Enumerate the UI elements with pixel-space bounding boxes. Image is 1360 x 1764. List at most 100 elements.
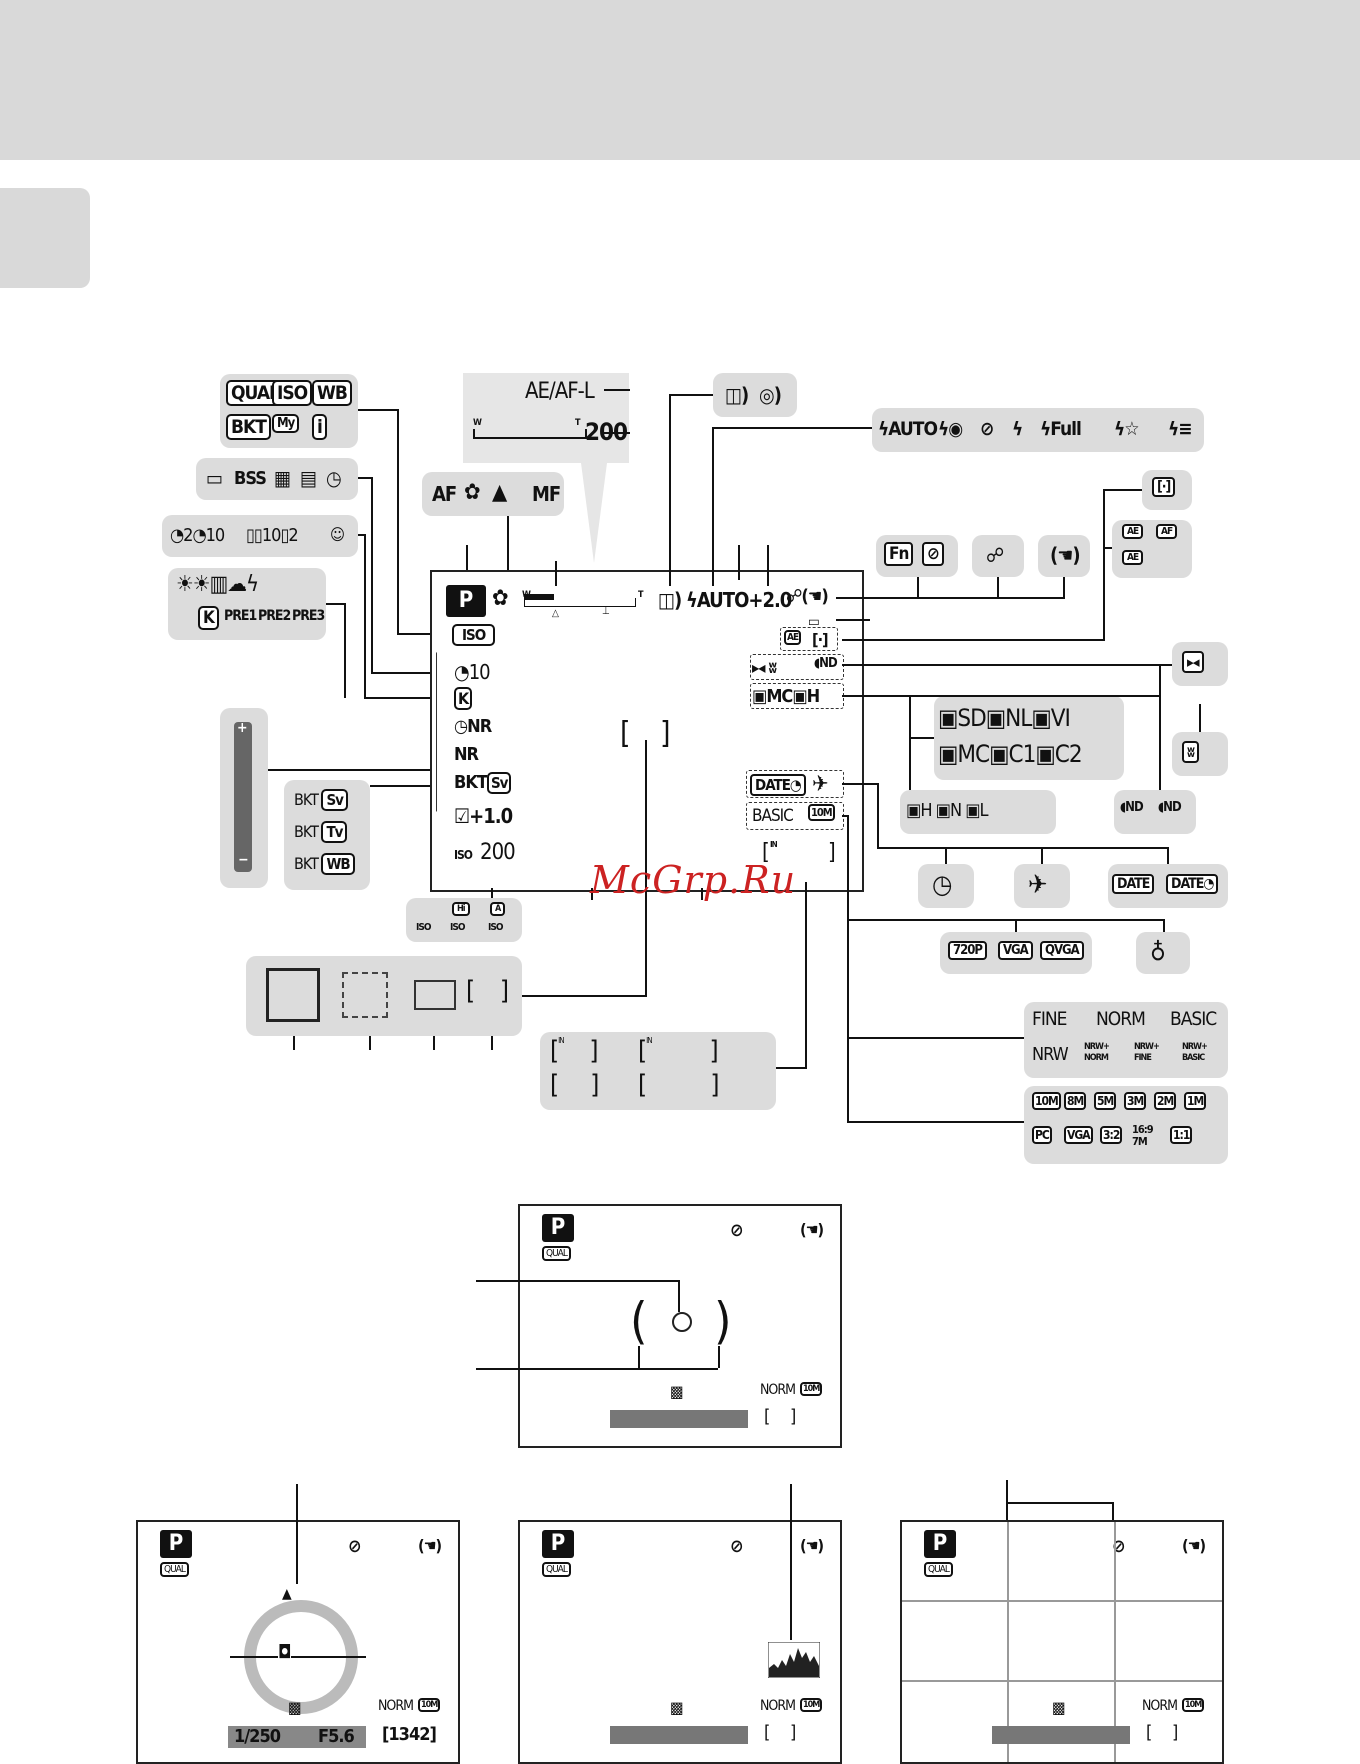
flash-rear-icon: ϟ≡ [1168,418,1193,440]
mode-p-2: P [542,1214,574,1242]
interval-timer-icon: ◷ [326,466,342,490]
wb-icon: WB [312,380,352,406]
memory-icon-5: ▩ [1052,1698,1066,1717]
flash-slow-icon: ϟ☆ [1114,418,1140,440]
minus-icon: − [238,852,249,868]
clock-icon: ◷ [932,870,952,900]
nr-screen: NR [454,744,479,765]
size-2m: 2M [1154,1092,1177,1110]
vr-on-icon: ◫) [725,383,749,407]
exposure-comp-screen: ☑+1.0 [454,804,513,828]
iso-hi: Hi [452,902,470,916]
size-1m: 1M [1184,1092,1207,1110]
continuous-panel: ▭ BSS ▦ ▤ ◷ [196,458,358,500]
level-arc-left: ( [630,1292,648,1350]
bss-icon: BSS [234,468,267,489]
callout-arc-left-v [638,1346,640,1368]
battery-icon: ▭ [808,614,820,630]
callout-histogram [790,1484,792,1640]
chapter-tab [0,188,90,288]
self-timer-screen: ◔10 [454,660,491,684]
focus-area-large [266,968,320,1022]
callout-grid-v2 [1112,1502,1114,1520]
zoom-marker: △ [552,608,559,619]
flash-off-icon-3: ⊘ [348,1536,362,1557]
size-vga: VGA [1064,1126,1093,1144]
info-bar-3 [228,1726,366,1748]
af-assist-icon: ▸◂ ʬ [752,658,777,677]
no-flash-icon: ⊘ [922,542,944,566]
hand-shake-icon: (☚) [1050,543,1081,567]
movie-720p: 720P [948,941,987,960]
ae-lock-panel: AE AF AE [1112,520,1192,578]
af-area-screen-icon: [·] [812,630,829,649]
my-menu-icon: My [272,414,300,433]
airplane-screen-icon: ✈ [812,772,829,797]
frames-bracket-5: [ ] [1146,1722,1178,1743]
flash-off-icon-2: ⊘ [730,1220,744,1241]
multi-shot-icon: ▦ [274,466,291,490]
norm-2: NORM [760,1382,796,1398]
airplane-panel: ✈ [1014,864,1070,908]
date-screen: DATE◔ [750,774,806,796]
zoom-pointer [581,463,607,563]
flash-auto: ϟAUTO [878,418,938,440]
nr-timer-screen: ◷NR [454,716,492,737]
af-area-panel: [·] [1142,470,1192,510]
date-panel: DATE DATE◔ [1108,864,1228,908]
quality-nrw-basic: NRW+ BASIC [1182,1042,1208,1063]
norm-5: NORM [1142,1698,1178,1714]
bkt-icon: BKT [226,414,271,440]
shake-icon-3: (☚) [418,1536,442,1555]
grid-screen: P QUAL ⊘ (☚) ▩ NORM 10M [ ] [900,1520,1224,1764]
info-bar-5 [992,1726,1130,1744]
histogram-screen: P QUAL ⊘ (☚) ▩ NORM 10M [ ] [518,1520,842,1764]
memory-card-2: [ ] [638,1070,720,1100]
frames-remaining: [1342] [382,1724,437,1745]
wb-kelvin-icon: K [198,606,219,630]
flash-redeye-icon: ϟ◉ [938,418,963,440]
zoom-marker-2: ⊥ [602,606,610,617]
zoom-t: T [575,418,580,428]
focus-area-medium [342,972,388,1018]
focus-mode-panel: AF ✿ ▲ MF [422,472,564,516]
memory-icon-4: ▩ [670,1698,684,1717]
shake-screen-icon: ☍(☚) [786,586,829,607]
size-2: 10M [800,1382,823,1396]
self-timer-panel: ◔2◔10 ▯▯10▯2 ☺ [162,515,358,557]
quality-norm: NORM [1096,1008,1146,1030]
remote-icon: ▯▯10▯2 [246,525,299,546]
zoom-w-screen: W [522,590,531,600]
wb-pre1: PRE1 [224,608,257,624]
quality-nrw-fine: NRW+ FINE [1134,1042,1160,1063]
vr-off-icon: ◎) [759,383,782,407]
shutter-speed: 1/250 [234,1726,281,1747]
vr-screen-icon: ◫) [658,588,682,612]
smile-timer-icon: ☺ [330,525,345,544]
size-10m: 10M [1032,1092,1061,1110]
size-pc: PC [1032,1126,1052,1144]
picture-style-row1: ▣SD▣NL▣VI [938,704,1071,732]
callout-arc-right-v [718,1346,720,1368]
macro-icon: ✿ [464,480,481,505]
iso-variant-3: ISO [488,922,504,933]
picture-style-panel: ▣SD▣NL▣VI ▣MC▣C1▣C2 [934,696,1124,780]
frames-bracket-2: [ ] [764,1406,796,1427]
memory-in-1: [IN ] [550,1036,598,1066]
frames-bracket-4: [ ] [764,1722,796,1743]
horizon-pointer: ▲ [282,1586,292,1602]
quality-basic: BASIC [1170,1008,1217,1030]
af-assist-panel: ▸◂ [1172,642,1228,686]
quality-screen: BASIC [752,806,794,826]
grid-line-h1 [902,1600,1222,1602]
iso-label-screen: ISO [454,848,473,862]
memory-bracket-r: ] [828,840,836,865]
exposure-scale-panel: + − [220,708,268,888]
zoom-t-screen: T [638,590,643,600]
shake-icon-2: (☚) [800,1220,824,1239]
ae-icon-2: AE [1122,550,1144,565]
aperture: F5.6 [318,1726,355,1747]
qual-badge-4: QUAL [542,1562,571,1577]
